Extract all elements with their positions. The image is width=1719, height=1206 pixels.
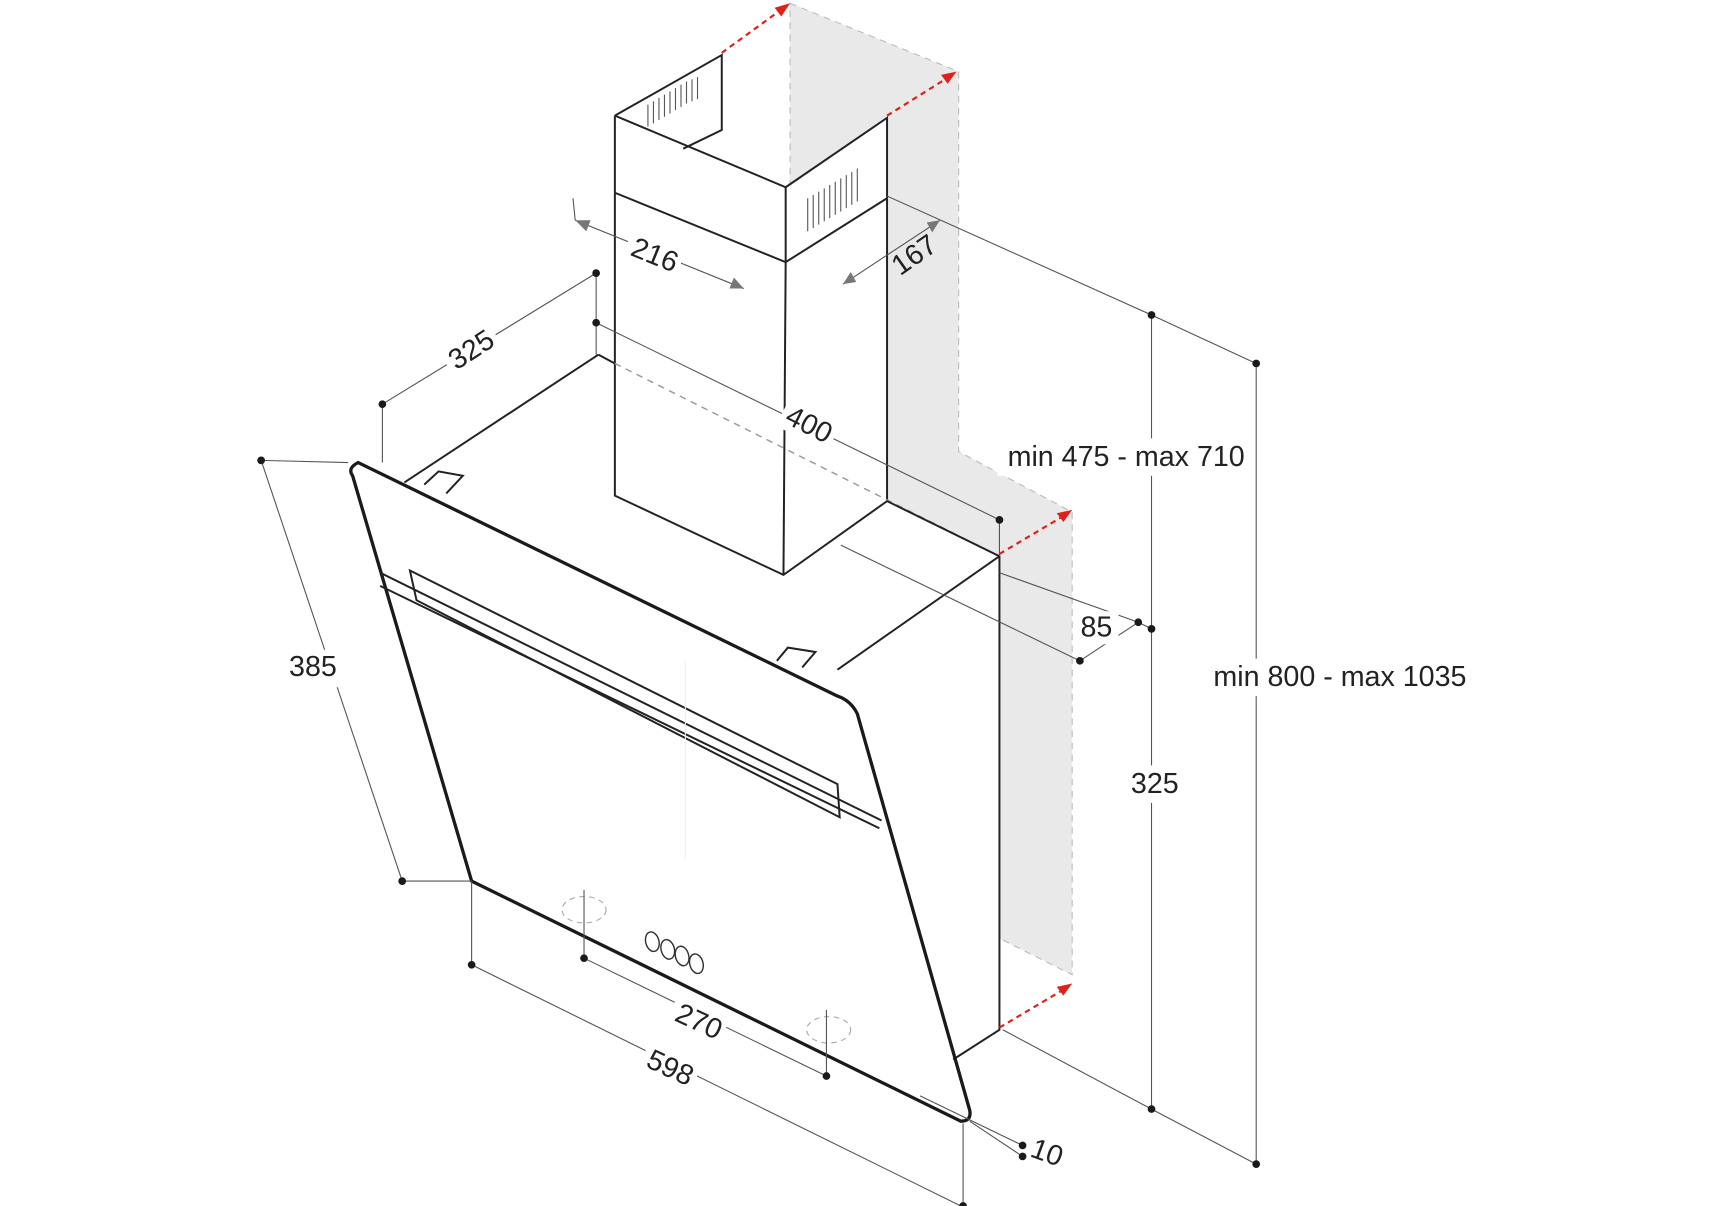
wall-area bbox=[789, 2, 1073, 976]
vent-slots-icon bbox=[647, 77, 858, 232]
glass-panel bbox=[349, 460, 972, 1123]
glass-thickness-label: 10 bbox=[1026, 1132, 1067, 1173]
arrowhead-icon bbox=[729, 277, 744, 289]
glass-height-label: 385 bbox=[289, 651, 337, 683]
wall-offset-label: 85 bbox=[1080, 612, 1112, 644]
upper-chimney bbox=[613, 53, 889, 263]
arrowhead-icon bbox=[842, 272, 857, 285]
arrowhead-icon bbox=[575, 220, 591, 232]
dimension-lines bbox=[260, 195, 1257, 1206]
upper-chimney-range-label: min 475 - max 710 bbox=[1008, 441, 1245, 473]
arrowhead-icon bbox=[926, 220, 940, 233]
total-height-range-label: min 800 - max 1035 bbox=[1213, 661, 1466, 693]
body-height-label: 325 bbox=[1131, 768, 1179, 800]
hood-body bbox=[403, 353, 1001, 1061]
control-buttons-icon bbox=[644, 931, 705, 975]
extension-arrows bbox=[721, 3, 1073, 1029]
fixing-hole-icon bbox=[806, 1016, 852, 1044]
dimension-points bbox=[257, 269, 1261, 1206]
